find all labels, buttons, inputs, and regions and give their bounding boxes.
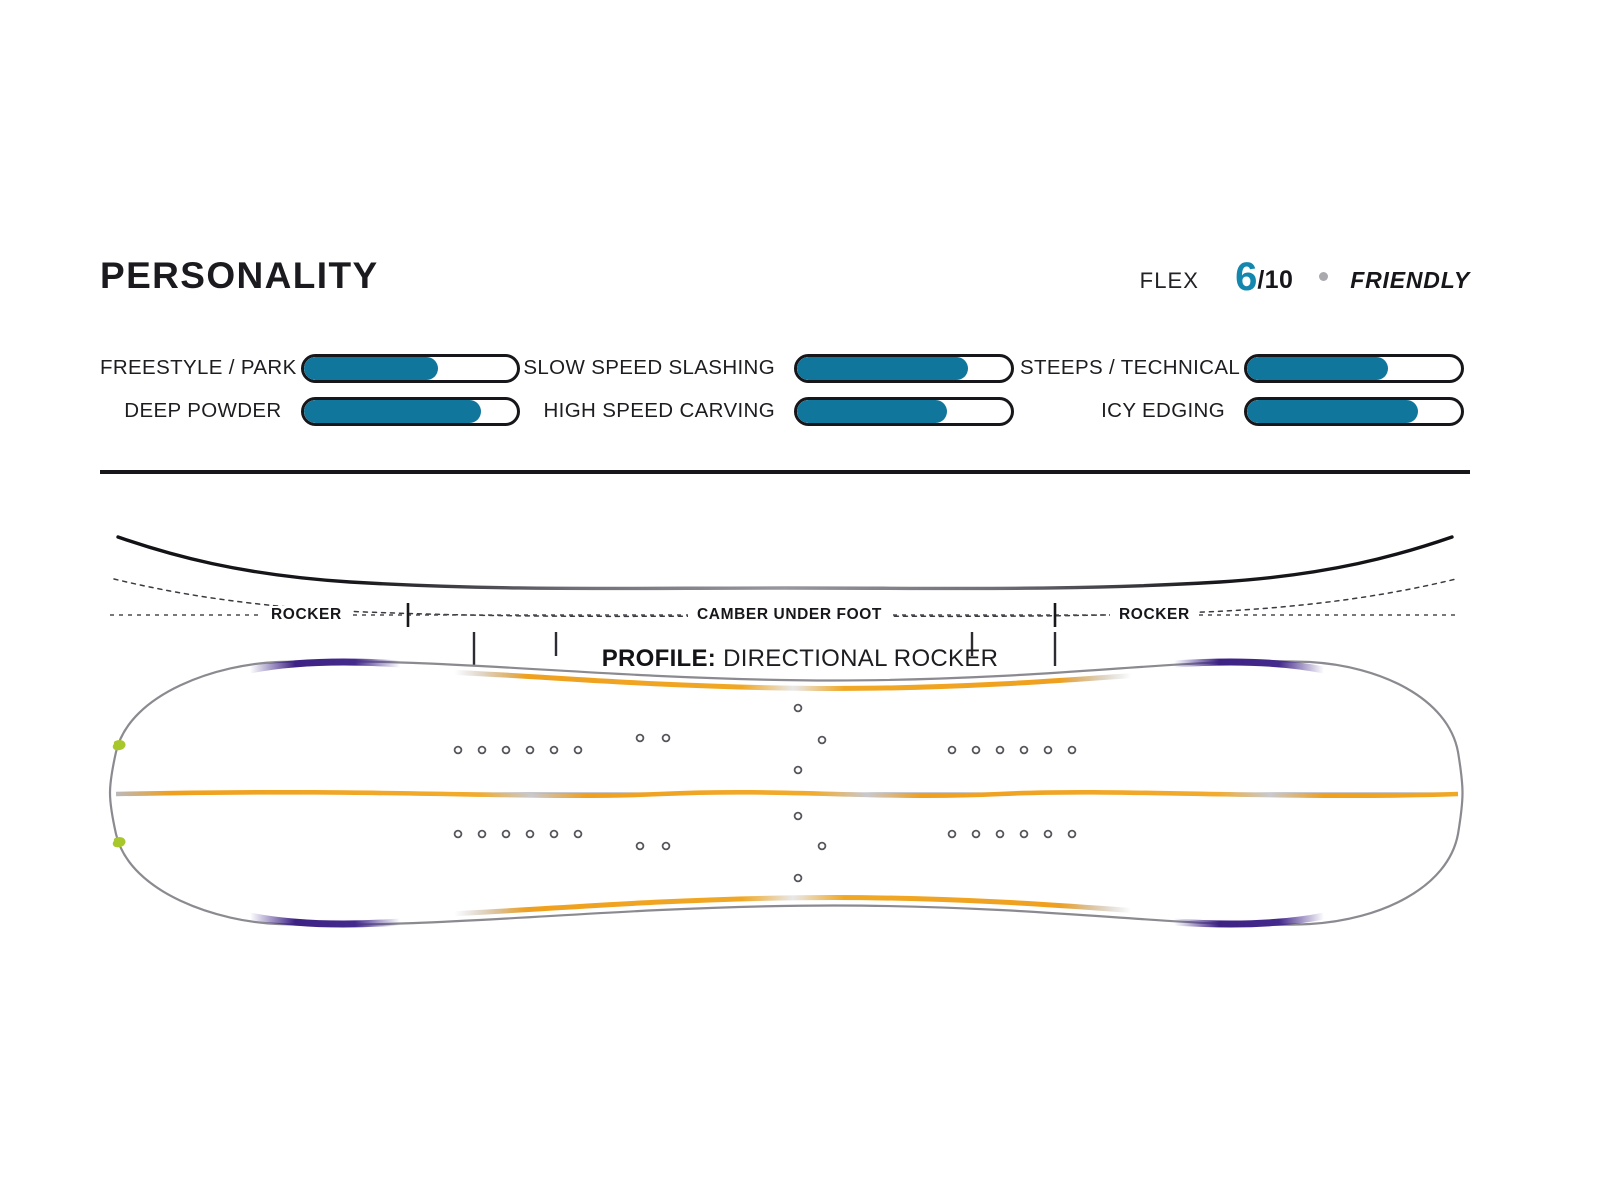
profile-caption-value: DIRECTIONAL ROCKER	[723, 645, 999, 672]
separator-dot-icon	[1319, 272, 1329, 281]
rating-bar-steeps-technical	[1244, 353, 1464, 383]
rating-bar-slow-speed-slashing	[794, 353, 1014, 383]
board-top-view	[108, 658, 1464, 928]
rating-label-high-speed-carving: HIGH SPEED CARVING	[543, 399, 775, 422]
stance-tick-marks	[472, 632, 1057, 666]
rating-label-deep-powder: DEEP POWDER	[124, 399, 282, 422]
profile-caption-key: PROFILE:	[601, 645, 717, 672]
profile-line	[116, 535, 1454, 591]
nose-mark-upper-icon	[112, 740, 126, 751]
section-divider	[100, 470, 1470, 474]
zone-label-camber: CAMBER UNDER FOOT	[688, 606, 891, 624]
rating-label-steeps-technical: STEEPS / TECHNICAL	[1020, 356, 1241, 379]
camber-profile-diagram	[113, 535, 1457, 618]
insert-holes	[453, 703, 1077, 883]
nose-accent-bottom	[246, 912, 404, 928]
rating-bar-fill-steeps-technical	[1247, 356, 1389, 380]
rating-bar-fill-deep-powder	[303, 399, 481, 423]
flex-descriptor: FRIENDLY	[1350, 267, 1470, 293]
rating-bar-icy-edging	[1244, 396, 1464, 426]
rating-row-steeps-technical: STEEPS / TECHNICAL	[1020, 352, 1470, 384]
rating-bar-fill-high-speed-carving	[797, 399, 947, 423]
header: PERSONALITY FLEX 6 /10 FRIENDLY	[100, 245, 1470, 305]
rating-bar-fill-slow-speed-slashing	[797, 356, 969, 380]
board-stripe-center	[115, 789, 1459, 799]
rating-bar-fill-icy-edging	[1247, 399, 1419, 423]
flex-max: /10	[1257, 266, 1294, 294]
rating-row-deep-powder: DEEP POWDER	[100, 395, 520, 427]
profile-caption: PROFILE: DIRECTIONAL ROCKER	[0, 645, 1600, 673]
tail-accent-bottom	[1170, 912, 1328, 928]
nose-mark-lower-icon	[112, 837, 126, 848]
ratings-grid: FREESTYLE / PARK SLOW SPEED SLASHING STEEP…	[100, 352, 1470, 427]
rating-label-freestyle-park: FREESTYLE / PARK	[100, 356, 297, 379]
rating-bar-deep-powder	[300, 396, 520, 426]
rating-row-icy-edging: ICY EDGING	[1020, 395, 1470, 427]
zone-label-rocker-left: ROCKER	[262, 606, 351, 624]
rating-row-slow-speed-slashing: SLOW SPEED SLASHING	[520, 352, 1020, 384]
zone-label-rocker-right: ROCKER	[1110, 606, 1199, 624]
flex-rating-group: FLEX 6 /10 FRIENDLY	[1139, 255, 1470, 299]
flex-value: 6	[1235, 255, 1258, 299]
tail-accent-top	[1170, 658, 1328, 674]
rating-bar-fill-freestyle-park	[304, 356, 439, 380]
board-stripe-bottom	[279, 895, 1307, 920]
page-title: PERSONALITY	[100, 254, 379, 296]
profile-zone-labels: ROCKER CAMBER UNDER FOOT ROCKER	[100, 606, 1470, 628]
rating-row-high-speed-carving: HIGH SPEED CARVING	[520, 395, 1020, 427]
nose-accent-top	[246, 658, 404, 674]
rating-label-slow-speed-slashing: SLOW SPEED SLASHING	[523, 356, 775, 379]
rating-bar-high-speed-carving	[794, 396, 1014, 426]
rating-row-freestyle-park: FREESTYLE / PARK	[100, 352, 520, 384]
profile-reference-line	[113, 578, 1457, 618]
rating-bar-freestyle-park	[301, 353, 520, 383]
board-stripe-top	[279, 666, 1307, 691]
flex-label: FLEX	[1139, 268, 1200, 293]
rating-label-icy-edging: ICY EDGING	[1101, 399, 1225, 422]
